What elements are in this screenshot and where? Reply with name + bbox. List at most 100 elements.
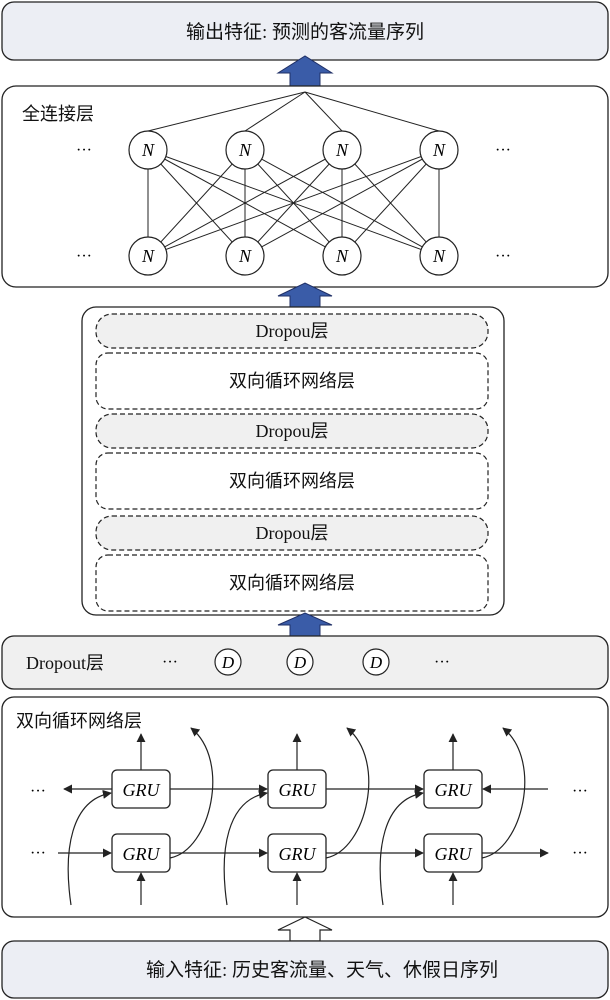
- gru-cell-top: GRU: [111, 769, 171, 809]
- gru-cell-label: GRU: [435, 844, 473, 864]
- stack-layer-label: 双向循环网络层: [229, 371, 355, 391]
- gru-skip-arrow: [379, 789, 424, 906]
- fc-node: N: [322, 130, 362, 170]
- gru-ellipsis-top-left: ···: [30, 783, 46, 800]
- gru-cell-top: GRU: [423, 769, 483, 809]
- stack-dropout-layer: Dropou层: [95, 515, 489, 551]
- stack-layer-label: Dropou层: [256, 421, 329, 441]
- gru-cell-label: GRU: [435, 780, 473, 800]
- bigru-block: 双向循环网络层 GRU GRU GRU GRU GRU GRU ··· ··· ··· ·…: [1, 696, 609, 918]
- fc-output-edge: [304, 91, 343, 132]
- dropout-ellipsis-right: ···: [434, 654, 450, 671]
- gru-cell-label: GRU: [123, 780, 161, 800]
- fc-node-circle: [225, 236, 265, 276]
- gru-cell-label: GRU: [123, 844, 161, 864]
- gru-cell-bottom: GRU: [111, 833, 171, 873]
- fc-node-circle: [419, 130, 459, 170]
- fc-nodes: N N N N N N N N: [128, 130, 459, 276]
- stack-dropout-layer: Dropou层: [95, 313, 489, 349]
- dropout-ellipsis-left: ···: [162, 654, 178, 671]
- gru-cell-label: GRU: [279, 844, 317, 864]
- fc-node: N: [419, 236, 459, 276]
- fc-output-edge: [147, 91, 306, 132]
- fc-edge: [147, 149, 343, 257]
- fc-node: N: [128, 130, 168, 170]
- arrow-fc-to-output: [276, 55, 334, 87]
- fc-node-circle: [322, 130, 362, 170]
- fc-node-label: N: [432, 246, 446, 266]
- gru-cell-bottom: GRU: [423, 833, 483, 873]
- fc-ellipsis-bottom-left: ···: [76, 248, 92, 265]
- arrow-stack-to-fc: [277, 282, 333, 308]
- stack-layer-label: 双向循环网络层: [229, 573, 355, 593]
- stack-bigru-layer: 双向循环网络层: [95, 452, 489, 510]
- gru-cell-box: [267, 769, 327, 809]
- fc-ellipsis-top-right: ···: [495, 142, 511, 159]
- fc-ellipsis-bottom-right: ···: [495, 248, 511, 265]
- gru-cell-label: GRU: [279, 780, 317, 800]
- gru-skip-arrow: [67, 789, 112, 906]
- fc-node: N: [225, 236, 265, 276]
- fc-node-circle: [225, 130, 265, 170]
- fc-node-label: N: [432, 140, 446, 160]
- fc-node-label: N: [238, 140, 252, 160]
- fc-edge: [244, 149, 440, 257]
- dropout-node: D: [214, 648, 242, 676]
- fc-edge: [147, 149, 440, 257]
- fc-node-circle: [322, 236, 362, 276]
- stack-layer-label: Dropou层: [256, 523, 329, 543]
- stack-layer-label: Dropou层: [256, 321, 329, 341]
- dropout-node-label: D: [293, 653, 307, 672]
- gru-cell-bottom: GRU: [267, 833, 327, 873]
- gru-cells: GRU GRU GRU GRU GRU GRU: [111, 769, 483, 873]
- gru-cell-box: [111, 833, 171, 873]
- stack-layers: Dropou层双向循环网络层Dropou层双向循环网络层Dropou层双向循环网…: [95, 313, 489, 612]
- arrow-dropout-to-stack: [277, 612, 333, 637]
- input-block: 输入特征: 历史客流量、天气、休假日序列: [1, 940, 609, 999]
- fc-node-circle: [419, 236, 459, 276]
- dropout-label: Dropout层: [26, 653, 104, 673]
- stack-dropout-layer: Dropou层: [95, 413, 489, 449]
- stack-bigru-layer: 双向循环网络层: [95, 554, 489, 612]
- gru-merge-arrow: [169, 727, 214, 859]
- fc-node: N: [322, 236, 362, 276]
- dropout-block: Dropout层 ··· ··· D D D: [1, 635, 609, 690]
- stack-layer-box: [95, 554, 489, 612]
- fc-node-circle: [128, 236, 168, 276]
- input-label: 输入特征: 历史客流量、天气、休假日序列: [146, 959, 498, 981]
- gru-skip-arrow: [223, 789, 268, 906]
- fc-node-label: N: [141, 140, 155, 160]
- gru-merge-arrow: [481, 727, 526, 859]
- fc-node-label: N: [335, 140, 349, 160]
- fc-node: N: [225, 130, 265, 170]
- gru-merge-arrow: [325, 727, 370, 859]
- stack-layer-box: [95, 413, 489, 449]
- stack-layer-label: 双向循环网络层: [229, 471, 355, 491]
- fc-node: N: [419, 130, 459, 170]
- stack-bigru-layer: 双向循环网络层: [95, 352, 489, 410]
- fc-title: 全连接层: [22, 104, 94, 124]
- fc-output-edge: [304, 91, 440, 132]
- gru-ellipsis-top-right: ···: [572, 783, 588, 800]
- gru-ellipsis-bottom-right: ···: [572, 845, 588, 862]
- stack-layer-box: [95, 352, 489, 410]
- dropout-node-circle: [286, 648, 314, 676]
- stack-layer-box: [95, 313, 489, 349]
- input-block-box: [1, 940, 609, 999]
- output-block: 输出特征: 预测的客流量序列: [1, 1, 609, 61]
- bigru-title: 双向循环网络层: [16, 711, 142, 731]
- gru-cell-box: [267, 833, 327, 873]
- gru-cell-box: [423, 769, 483, 809]
- fc-edge: [341, 149, 440, 257]
- fc-node: N: [128, 236, 168, 276]
- fc-node-label: N: [238, 246, 252, 266]
- stack-block: Dropou层双向循环网络层Dropou层双向循环网络层Dropou层双向循环网…: [81, 306, 505, 616]
- stack-layer-box: [95, 515, 489, 551]
- dropout-node-label: D: [369, 653, 383, 672]
- dropout-node-circle: [214, 648, 242, 676]
- dropout-node: D: [362, 648, 390, 676]
- gru-ellipsis-bottom-left: ···: [30, 845, 46, 862]
